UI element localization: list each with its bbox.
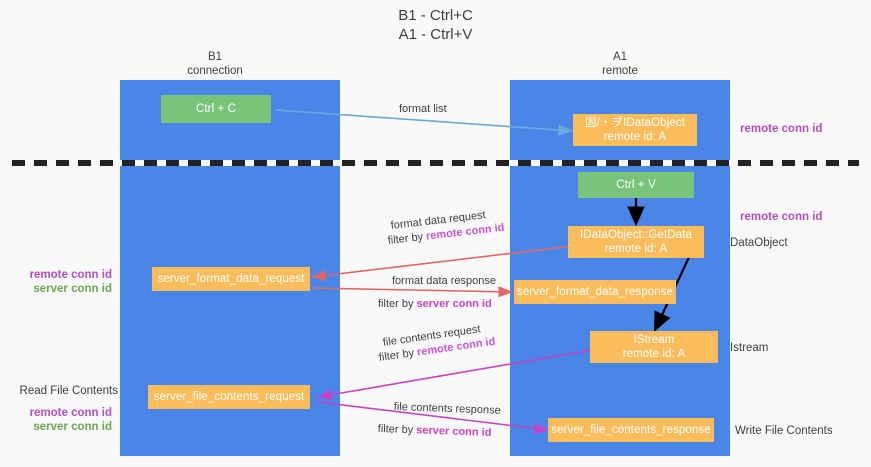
edge-label-file-contents-response-filter-prefix: filter by	[377, 422, 417, 437]
node-server-format-data-response[interactable]: server_format_data_response	[514, 280, 676, 304]
node-server-format-data-response-line1: server_format_data_response	[516, 286, 674, 298]
lane-header-a1-line1: A1	[612, 51, 628, 63]
lane-header-a1: A1 remote	[555, 50, 685, 78]
node-ctrl-v[interactable]: Ctrl + V	[578, 172, 694, 198]
node-server-file-contents-request-line1: server_file_contents_request	[153, 391, 305, 403]
annotation-remote-conn-id-mid: remote conn id	[740, 211, 823, 223]
edge-label-format-data-response-filter-prefix: filter by	[378, 298, 417, 310]
edge-label-file-contents-response: file contents response	[394, 400, 501, 418]
lane-b1-bottom	[120, 166, 340, 456]
node-istream-line1: IStream	[633, 334, 675, 346]
annotation-write-file-contents: Write File Contents	[735, 425, 833, 437]
annotation-left-server-conn-id-mid: server conn id	[33, 283, 112, 295]
lane-header-a1-line2: remote	[602, 65, 638, 77]
annotation-left-remote-conn-id-mid: remote conn id	[29, 269, 112, 281]
lane-header-b1: B1 connection	[150, 50, 280, 78]
lane-a1-bottom	[510, 166, 730, 456]
node-istream-line2: remote id: A	[622, 348, 686, 360]
edge-label-format-list-text: format list	[399, 103, 447, 115]
edge-label-file-contents-response-filter: filter by server conn id	[378, 422, 492, 440]
edge-label-format-list: format list	[399, 102, 447, 116]
diagram-title: B1 - Ctrl+C A1 - Ctrl+V	[0, 6, 871, 44]
node-getdata[interactable]: IDataObject::GetData remote id: A	[568, 226, 704, 258]
node-server-file-contents-response[interactable]: server_file_contents_response	[548, 418, 714, 442]
edge-label-format-data-response-filter-highlight: server conn id	[416, 298, 492, 310]
edge-label-format-data-response: format data response	[392, 274, 496, 288]
edge-label-file-contents-response-text: file contents response	[393, 400, 501, 417]
node-getdata-line2: remote id: A	[604, 243, 668, 255]
edge-label-format-data-request-filter-prefix: filter by	[387, 230, 427, 247]
node-ctrl-v-line1: Ctrl + V	[616, 179, 656, 191]
node-getdata-line1: IDataObject::GetData	[580, 229, 692, 241]
node-idataobject-remote-line2: remote id: A	[603, 131, 667, 143]
arrow-format-data-response	[311, 286, 513, 298]
annotation-dataobject: DataObject	[730, 237, 788, 249]
edge-label-file-contents-response-filter-highlight: server conn id	[416, 424, 492, 439]
annotation-istream: Istream	[730, 342, 769, 354]
annotation-read-file-contents: Read File Contents	[19, 385, 118, 397]
node-istream[interactable]: IStream remote id: A	[590, 331, 718, 363]
annotation-left-remote-conn-id-bottom: remote conn id	[29, 407, 112, 419]
annotation-remote-conn-id-top: remote conn id	[740, 123, 823, 135]
edge-label-format-data-response-filter: filter by server conn id	[378, 297, 492, 311]
node-server-format-data-request-line1: server_format_data_request	[157, 273, 305, 285]
node-server-format-data-request[interactable]: server_format_data_request	[152, 267, 310, 291]
title-line-1: B1 - Ctrl+C	[398, 7, 473, 24]
node-ctrl-c-line1: Ctrl + C	[195, 103, 237, 115]
title-line-2: A1 - Ctrl+V	[398, 26, 473, 43]
annotation-left-server-conn-id-bottom: server conn id	[33, 421, 112, 433]
edge-label-file-contents-request-filter-prefix: filter by	[378, 346, 418, 364]
node-server-file-contents-request[interactable]: server_file_contents_request	[148, 385, 310, 409]
lane-header-b1-line2: connection	[187, 65, 243, 77]
node-ctrl-c[interactable]: Ctrl + C	[161, 95, 271, 123]
node-idataobject-remote-line1: 固/・ヺIDataObject	[585, 117, 685, 129]
node-idataobject-remote[interactable]: 固/・ヺIDataObject remote id: A	[573, 114, 697, 146]
edge-label-format-data-response-text: format data response	[392, 275, 496, 287]
lane-header-b1-line1: B1	[207, 51, 223, 63]
node-server-file-contents-response-line1: server_file_contents_response	[551, 424, 711, 436]
